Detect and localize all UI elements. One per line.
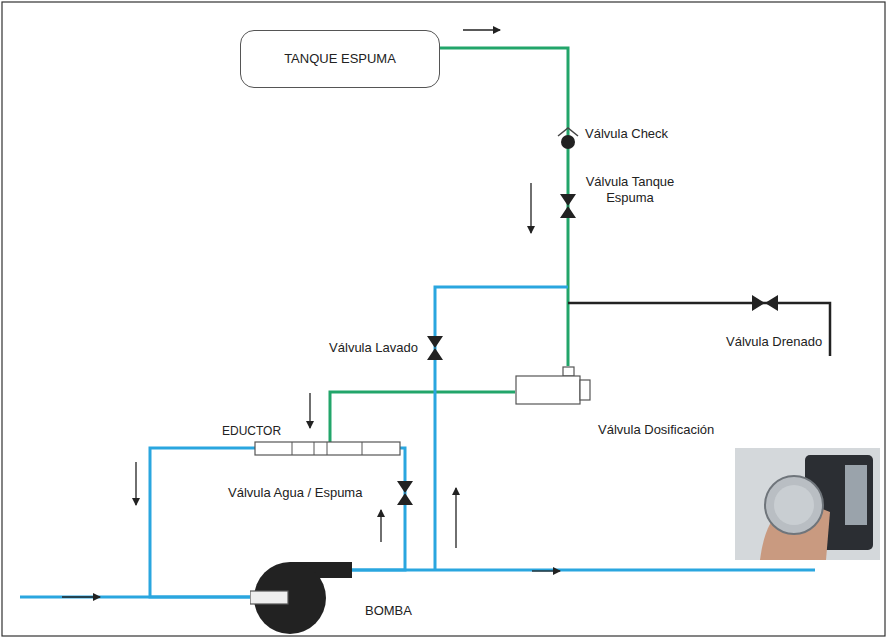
valve-symbol [752, 295, 778, 311]
valve-symbol [427, 336, 443, 360]
pump-body [250, 560, 352, 636]
drain-pipe [568, 303, 830, 356]
suction-pipe [20, 596, 252, 599]
valve-label: Válvula Check [585, 126, 668, 142]
valve-label: Válvula Drenado [726, 334, 822, 350]
wash-pipe [435, 287, 568, 570]
pump-symbol: BOMBA [250, 560, 420, 636]
valve-label: Válvula Agua / Espuma [228, 485, 362, 501]
check-valve-symbol [558, 128, 578, 149]
photo-inset [735, 448, 880, 560]
dosing-valve-body [515, 366, 595, 408]
eductor-tube [222, 441, 404, 458]
pipe-connector [350, 448, 405, 570]
pipe-connector [330, 392, 515, 442]
node-text: EDUCTOR [222, 424, 404, 439]
tank-box: TANQUE ESPUMA [240, 30, 440, 88]
valve-label: Válvula Lavado [290, 340, 418, 356]
pipe-connector [440, 48, 568, 366]
pipe-connector [150, 448, 255, 597]
valve-symbol [560, 194, 576, 218]
eductor-shape: EDUCTOR [222, 424, 404, 458]
dosing-valve: Válvula Dosificación [515, 366, 785, 442]
node-text: BOMBA [365, 603, 420, 619]
node-text: Válvula Dosificación [598, 422, 785, 438]
valve-label: Válvula Tanque Espuma [578, 174, 682, 206]
discharge-pipe [350, 569, 815, 572]
flow-arrows [62, 30, 560, 597]
node-text: TANQUE ESPUMA [284, 51, 396, 67]
valve-symbol [397, 481, 413, 505]
